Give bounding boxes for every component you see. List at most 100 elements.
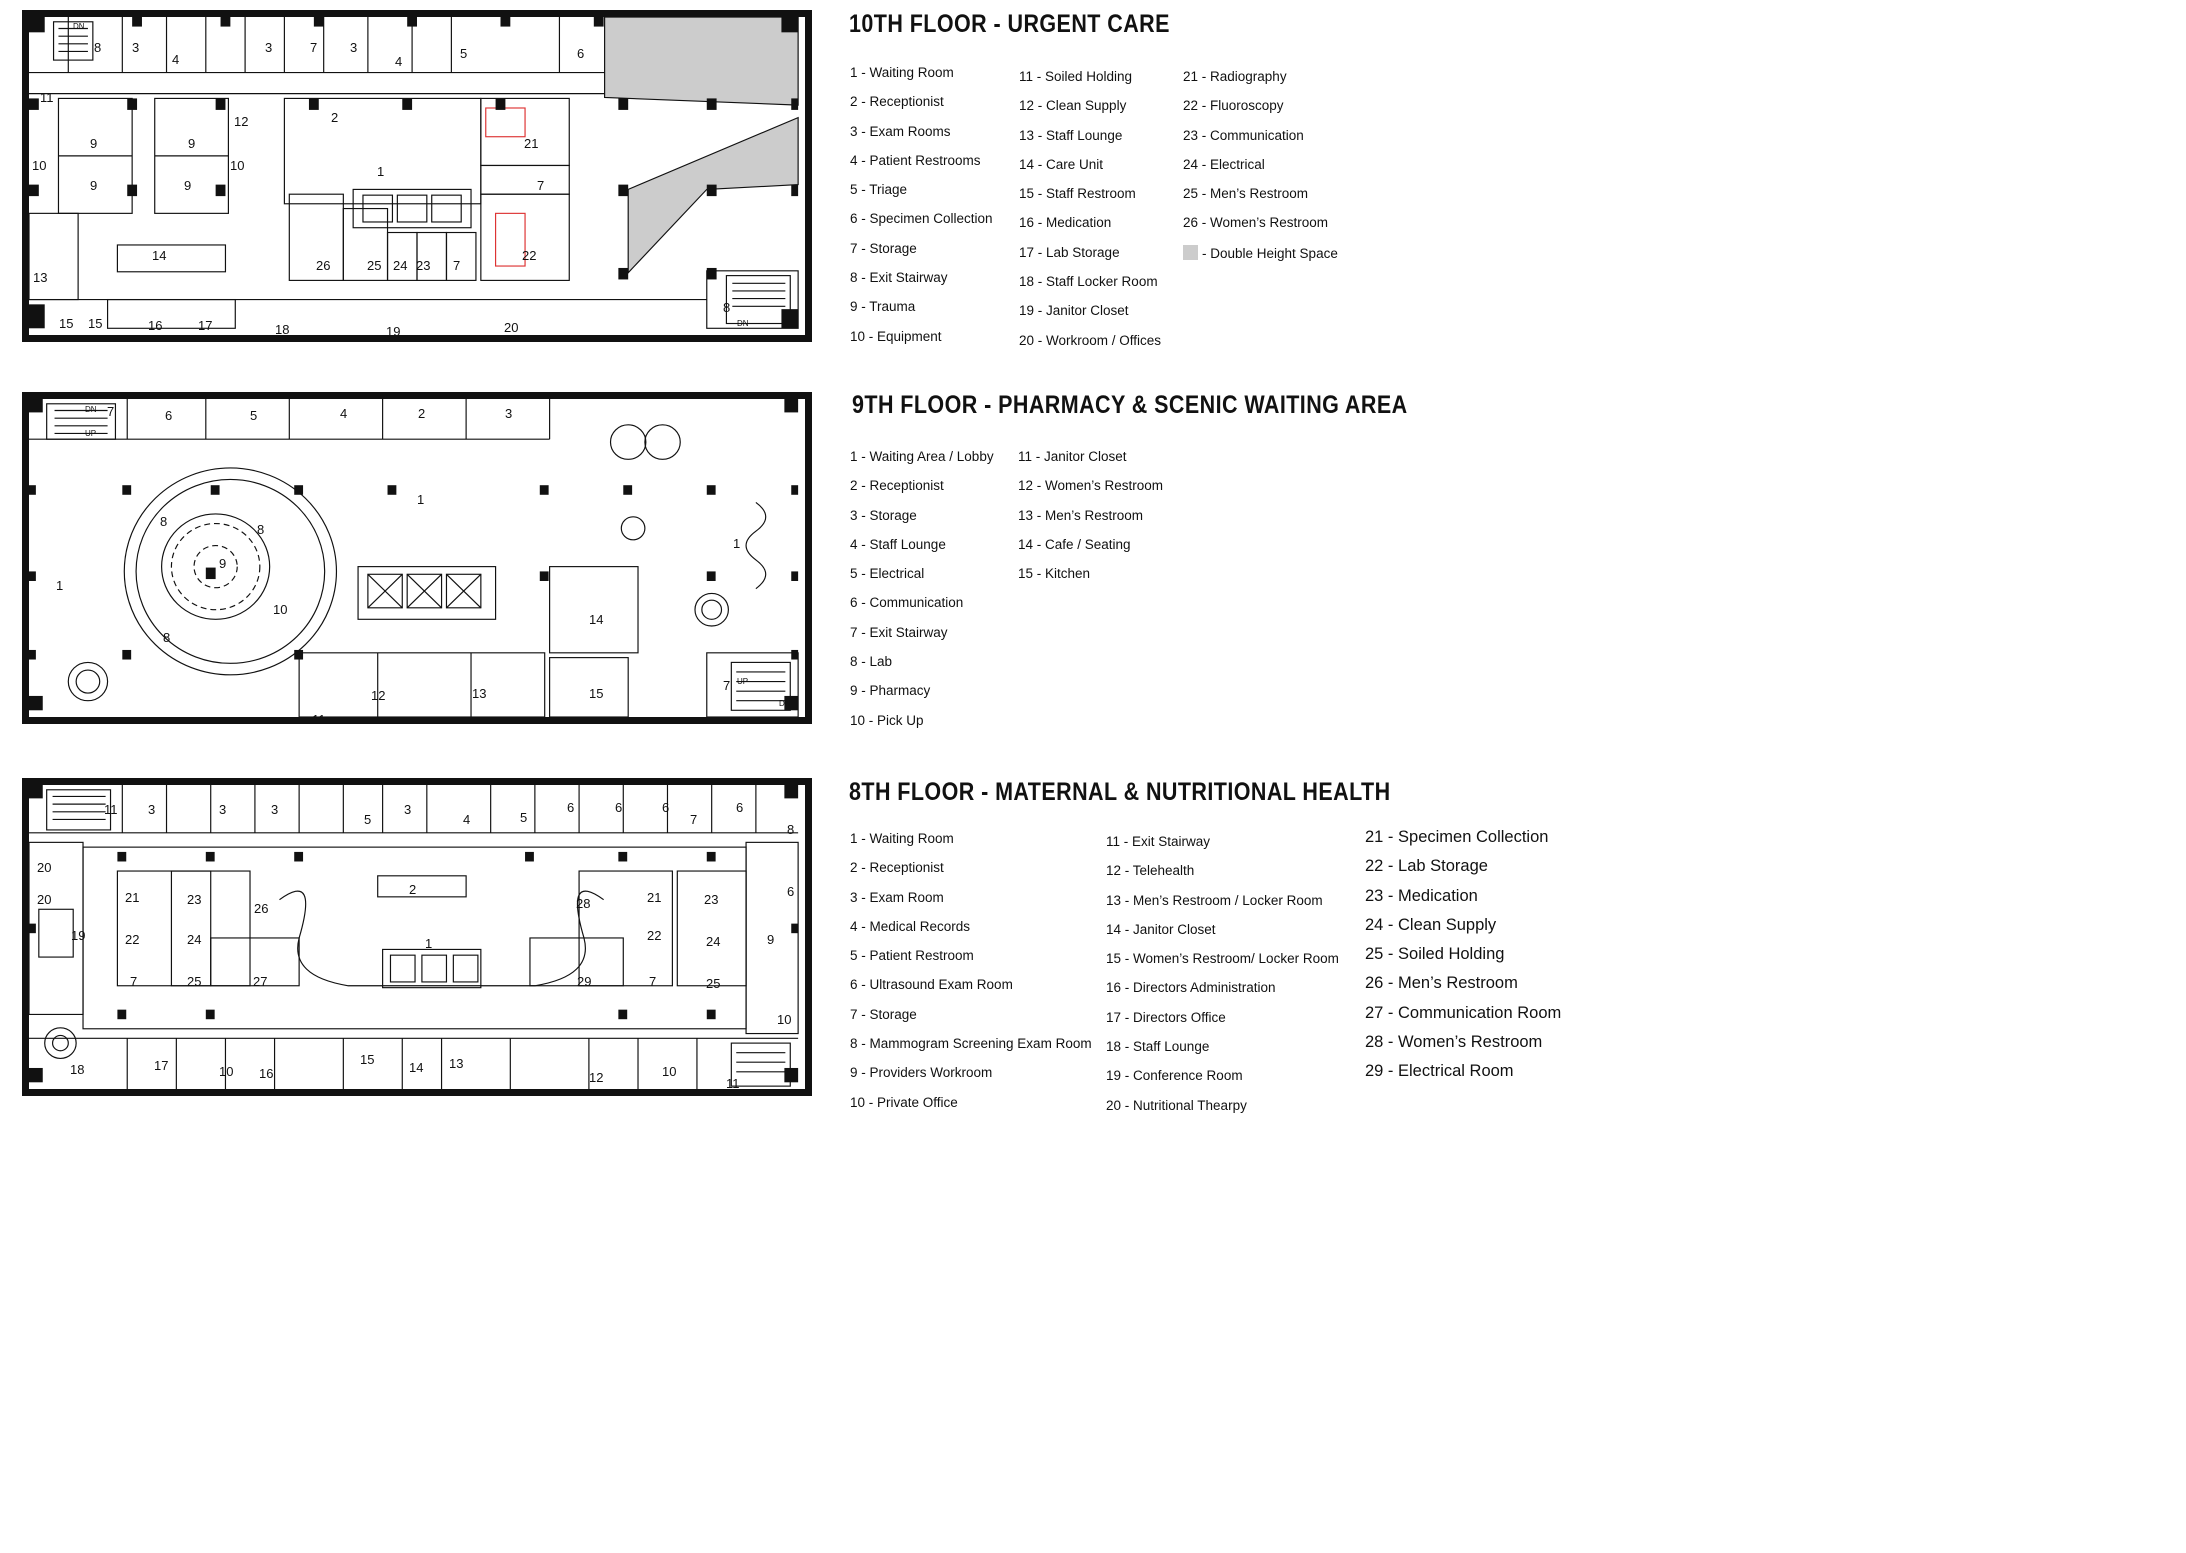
legend-item: 16 - Directors Administration xyxy=(1106,980,1276,996)
room-label: 28 xyxy=(576,896,591,911)
legend-item: 5 - Patient Restroom xyxy=(850,948,974,964)
room-label: 14 xyxy=(409,1060,424,1075)
room-label: 18 xyxy=(70,1062,85,1077)
room-label: 13 xyxy=(449,1056,464,1071)
room-label: 24 xyxy=(393,258,408,273)
room-label: 1 xyxy=(417,492,425,507)
room-label: 26 xyxy=(316,258,331,273)
room-label: 19 xyxy=(386,324,401,339)
room-label: 21 xyxy=(524,136,539,151)
floor9-plan: 7 6 5 4 2 3 1 8 8 9 1 10 8 1 14 12 13 15… xyxy=(22,392,812,724)
room-label: 7 xyxy=(453,258,461,273)
room-label: 6 xyxy=(662,800,670,815)
legend-item: 20 - Nutritional Thearpy xyxy=(1106,1097,1247,1113)
legend-item: 7 - Exit Stairway xyxy=(850,624,948,640)
legend-item: 8 - Mammogram Screening Exam Room xyxy=(850,1036,1092,1052)
legend-item: 22 - Lab Storage xyxy=(1365,857,1488,876)
room-label: 7 xyxy=(310,40,318,55)
legend-item: 2 - Receptionist xyxy=(850,94,944,110)
legend-item: 11 - Soiled Holding xyxy=(1019,69,1133,84)
legend-item: 18 - Staff Locker Room xyxy=(1019,274,1158,290)
legend-item: 20 - Workroom / Offices xyxy=(1019,332,1162,348)
legend-item: 12 - Clean Supply xyxy=(1019,98,1127,114)
legend-item: 4 - Patient Restrooms xyxy=(850,152,981,168)
legend-item: 24 - Electrical xyxy=(1183,156,1265,172)
legend-item: 6 - Specimen Collection xyxy=(850,211,993,227)
stair-direction: DN xyxy=(779,699,791,708)
room-label: 26 xyxy=(254,901,269,916)
floor9-section: 9TH FLOOR - PHARMACY & SCENIC WAITING AR… xyxy=(852,391,1498,420)
room-label: 13 xyxy=(472,686,487,701)
legend-item: 4 - Staff Lounge xyxy=(850,536,946,552)
legend-item: 3 - Exam Room xyxy=(850,889,944,905)
floor8-plan: 11 3 3 3 3 5 4 5 6 6 6 7 6 8 20 20 19 21… xyxy=(22,778,812,1096)
room-label: 8 xyxy=(257,522,265,537)
room-label: 12 xyxy=(371,688,386,703)
room-label: 4 xyxy=(463,812,471,827)
legend-item: 26 - Women’s Restroom xyxy=(1183,215,1329,231)
room-label: 24 xyxy=(706,934,721,949)
room-label: 27 xyxy=(253,974,268,989)
room-label: 25 xyxy=(367,258,382,273)
legend-item: 13 - Men’s Restroom xyxy=(1018,507,1144,523)
legend-item: 14 - Cafe / Seating xyxy=(1018,536,1131,552)
room-label: 14 xyxy=(152,248,167,263)
room-label: 10 xyxy=(230,158,245,173)
room-label: 1 xyxy=(56,578,64,593)
room-label: 4 xyxy=(340,406,348,421)
double-height-space xyxy=(627,116,799,275)
room-label: 3 xyxy=(219,802,227,817)
legend-item: 17 - Directors Office xyxy=(1106,1009,1226,1025)
floor10-title: 10TH FLOOR - URGENT CARE xyxy=(849,10,1170,38)
legend-item: 15 - Kitchen xyxy=(1018,566,1091,582)
legend-item: 4 - Medical Records xyxy=(850,918,971,934)
room-label: 1 xyxy=(733,536,741,551)
legend-item: 14 - Care Unit xyxy=(1019,156,1104,172)
legend-item: 1 - Waiting Room xyxy=(850,831,954,846)
room-label: 9 xyxy=(188,136,196,151)
room-label: 3 xyxy=(404,802,412,817)
legend-item: 27 - Communication Room xyxy=(1365,1003,1562,1022)
legend-item: 7 - Storage xyxy=(850,240,917,256)
legend-item: 5 - Electrical xyxy=(850,566,925,582)
room-label: 7 xyxy=(649,974,657,989)
room-label: 10 xyxy=(662,1064,677,1079)
room-label: 6 xyxy=(577,46,585,61)
legend-item: 15 - Women’s Restroom/ Locker Room xyxy=(1106,951,1339,967)
room-label: 10 xyxy=(219,1064,234,1079)
room-label: 12 xyxy=(234,114,249,129)
room-label: 29 xyxy=(577,974,592,989)
legend-item: 5 - Triage xyxy=(850,182,908,198)
legend-item: 17 - Lab Storage xyxy=(1019,244,1120,260)
room-label: 9 xyxy=(219,556,227,571)
legend-item: 10 - Equipment xyxy=(850,328,942,344)
legend-item: 8 - Exit Stairway xyxy=(850,270,948,286)
room-label: 13 xyxy=(33,270,48,285)
floor8-legend-col3: 21 - Specimen Collection 22 - Lab Storag… xyxy=(1365,828,1561,1092)
room-label: 10 xyxy=(32,158,47,173)
legend-item: 3 - Storage xyxy=(850,507,917,523)
legend-item: 10 - Pick Up xyxy=(850,712,924,728)
room-label: 23 xyxy=(416,258,431,273)
room-label: 9 xyxy=(90,136,98,151)
stair-direction: DN xyxy=(737,319,749,328)
floor10-legend-col1: 1 - Waiting Room 2 - Receptionist 3 - Ex… xyxy=(850,65,993,358)
room-label: 18 xyxy=(275,322,290,337)
room-label: 23 xyxy=(704,892,719,907)
floor8-legend-col1: 1 - Waiting Room 2 - Receptionist 3 - Ex… xyxy=(850,831,1092,1124)
legend-item: 23 - Communication xyxy=(1183,127,1304,143)
room-label: 3 xyxy=(265,40,273,55)
room-label: 9 xyxy=(90,178,98,193)
room-label: 22 xyxy=(647,928,662,943)
legend-item: 2 - Receptionist xyxy=(850,478,944,494)
room-label: 7 xyxy=(690,812,698,827)
room-label: 8 xyxy=(163,630,171,645)
room-label: 15 xyxy=(360,1052,375,1067)
floor10-plan: 8 3 4 3 7 3 4 5 6 11 9 12 10 9 10 9 9 2 … xyxy=(22,10,812,342)
room-label: 15 xyxy=(589,686,604,701)
room-label: 3 xyxy=(148,802,156,817)
room-label: 23 xyxy=(187,892,202,907)
legend-item: 21 - Radiography xyxy=(1183,69,1287,84)
room-label: 7 xyxy=(107,404,115,419)
room-label: 5 xyxy=(460,46,468,61)
